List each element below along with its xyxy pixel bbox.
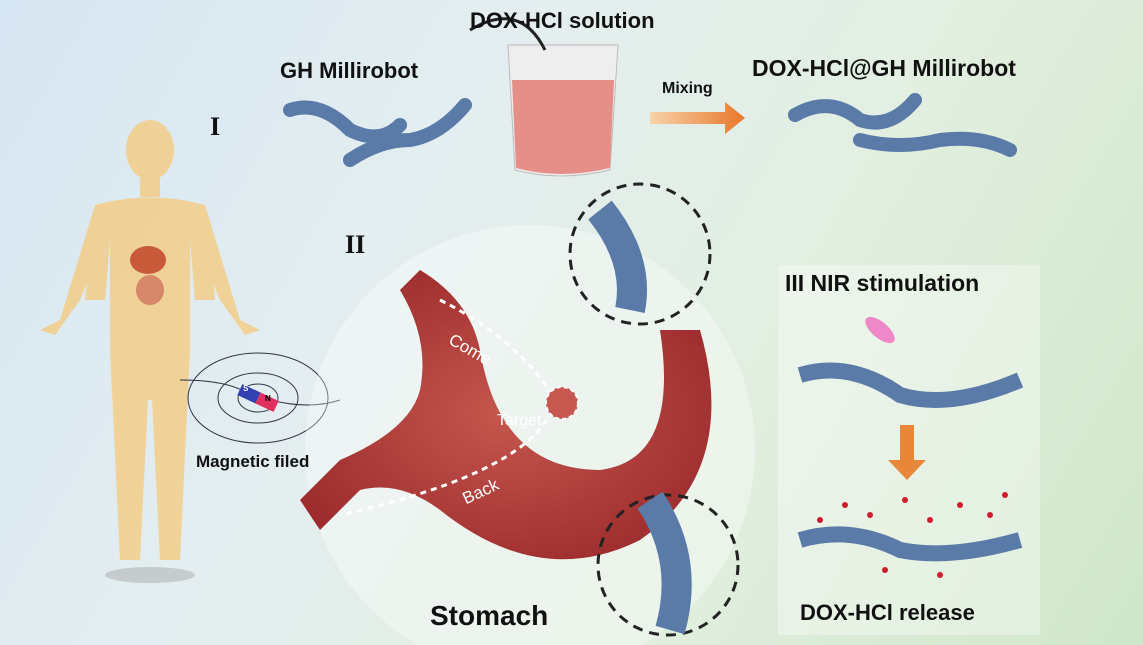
loaded-millirobot-icon [788, 93, 1017, 157]
zoom-detail-2 [596, 493, 740, 637]
zoom-detail-1 [568, 182, 712, 326]
gh-millirobot-icon [283, 98, 472, 167]
zoom-circle [305, 225, 755, 645]
nir-robot [797, 362, 1024, 408]
down-arrow-icon [888, 425, 926, 480]
release-robot [797, 526, 1023, 562]
robot-detail-2 [637, 491, 692, 635]
magnet-n: N [265, 394, 271, 403]
mixing-label: Mixing [662, 80, 713, 97]
laser-icon [865, 316, 895, 344]
solution-label: DOX-HCl solution [470, 8, 655, 33]
shadow [105, 567, 195, 583]
pour-arrow-icon [469, 17, 547, 51]
robot-detail-1 [588, 200, 647, 313]
path-arrow [339, 298, 557, 517]
bar-magnet-icon [237, 384, 279, 412]
step-1-numeral: I [210, 112, 221, 141]
nir-title: III NIR stimulation [785, 270, 980, 296]
drug-dots [817, 492, 1008, 578]
stomach-label: Stomach [430, 600, 549, 631]
beaker-icon [507, 44, 619, 177]
release-label: DOX-HCl release [800, 600, 975, 625]
human-body-icon [40, 120, 260, 560]
target-label: Target [497, 412, 542, 429]
result-label: DOX-HCl@GH Millirobot [752, 55, 1016, 81]
step-2-numeral: II [345, 230, 366, 259]
mixing-arrow-icon [650, 102, 745, 134]
gh-millirobot-label: GH Millirobot [280, 58, 419, 83]
magnet-label: Magnetic filed [196, 452, 310, 471]
target-icon [545, 386, 579, 420]
stomach-icon [300, 270, 712, 560]
magnet-s: S [243, 384, 249, 393]
organs-icon [130, 246, 166, 305]
